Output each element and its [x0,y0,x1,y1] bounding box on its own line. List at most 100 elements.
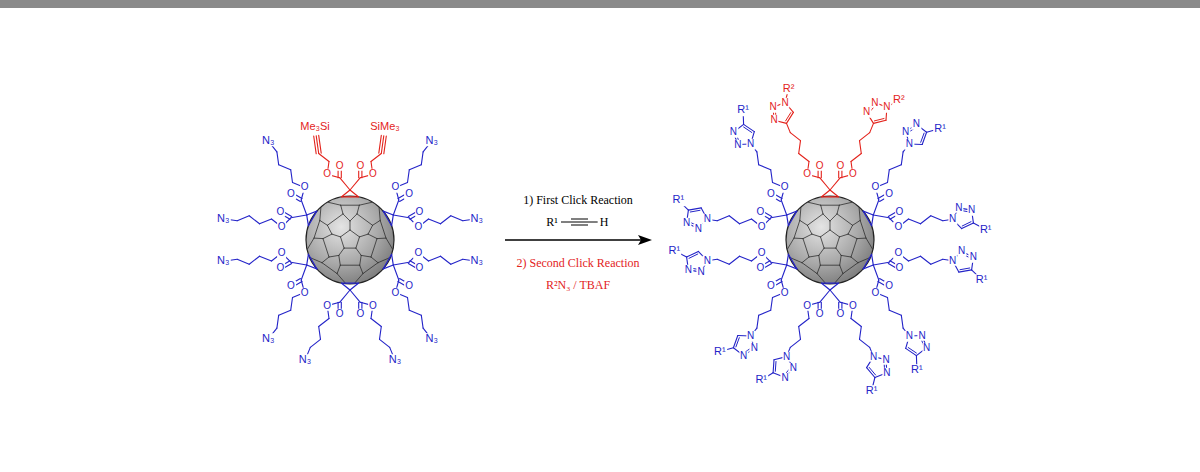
bond-line [888,298,890,311]
cage-edge [368,225,373,234]
cage-edge [807,214,823,225]
oxygen-atom: O [276,263,286,274]
bond-line [921,256,931,264]
cage-edge [386,238,393,249]
azide-group: N₃ [261,135,275,147]
cage-edge [807,225,812,234]
bond-line [291,170,293,183]
cage-edge [835,274,843,284]
oxygen-atom: O [766,189,776,200]
cage-edge [803,234,812,239]
bond-line [301,200,307,215]
oxygen-atom: O [300,287,310,298]
bond-line [733,336,737,348]
nitrogen-atom: N [905,331,914,342]
bond-line [872,254,874,265]
oxygen-atom: O [300,182,310,193]
cage-edge [830,214,837,221]
cage-edge [809,255,819,257]
cage-edge [314,220,320,238]
substituent-label: R¹ [672,195,686,207]
bond-line [830,290,840,302]
oxygen-atom: O [848,300,858,311]
substituent-label: R¹ [933,123,947,135]
nitrogen-atom: N [750,343,759,354]
bond-line [790,133,800,141]
bond-line [790,339,800,347]
cage-edge [840,234,849,237]
cage-edge [314,238,323,240]
oxygen-atom: O [335,309,345,320]
bond-line [319,135,322,153]
bond-line [873,200,879,215]
silyl-group: Me₃Si [299,121,331,133]
azide-group: N₃ [469,213,483,225]
nitrogen-atom: N [729,127,738,138]
cage-edge [812,234,821,237]
bond-line [380,327,382,340]
nitrogen-atom: N [967,205,976,216]
nitrogen-atom: N [703,255,712,266]
bond-line [830,190,838,197]
cage-edge [830,230,840,237]
bond-line [279,165,291,170]
cage-edge [357,205,359,214]
oxygen-atom: O [884,281,894,292]
oxygen-atom: O [286,189,296,200]
cage-edge [320,208,321,221]
oxygen-atom: O [322,300,332,311]
bond-line [371,154,381,162]
oxygen-atom: O [413,248,423,259]
bond-line [787,123,791,132]
cage-edge [837,214,853,225]
bond-line [319,319,329,327]
reagent-group: R¹ [544,216,560,229]
bond-line [381,136,384,154]
oxygen-atom: O [802,300,812,311]
oxygen-atom: O [835,309,845,320]
oxygen-atom: O [415,207,425,218]
cage-edge [800,220,808,225]
bond-line [908,348,916,354]
substituent-label: R¹ [736,105,750,117]
cage-edge [380,220,386,238]
bond-line [277,315,279,328]
cage-edge [819,248,824,255]
nitrogen-atom: N [684,265,693,276]
bond-line [717,259,729,264]
bond-line [393,200,399,215]
bond-line [380,339,390,347]
azide-group: N₃ [425,135,439,147]
bond-line [909,219,921,224]
bond-line [316,136,319,154]
bond-line [781,200,787,215]
substituent-label: R¹ [910,364,924,376]
bond-line [408,298,410,311]
bond-line [788,254,796,269]
bond-line [441,256,451,264]
bond-line [830,178,840,190]
bond-line [931,216,943,221]
oxygen-atom: O [276,207,286,218]
oxygen-atom: O [756,207,766,218]
bond-line [870,123,874,132]
oxygen-atom: O [815,160,825,171]
cage-edge [357,214,373,225]
oxygen-atom: O [404,189,414,200]
bond-line [319,327,321,340]
bond-line [307,254,309,265]
nitrogen-atom: N [682,218,691,229]
bond-line [409,165,421,170]
nitrogen-atom: N [882,367,891,378]
bond-line [393,265,399,280]
oxygen-atom: O [766,281,776,292]
oxygen-atom: O [802,169,812,180]
cage-edge [327,214,343,225]
bond-line [744,124,755,131]
top-bar [0,0,1200,8]
cage-edge [371,257,378,263]
bond-line [960,268,970,270]
azide-group: N₃ [425,333,439,345]
bond-line [873,265,879,280]
cage-edge [803,239,809,257]
